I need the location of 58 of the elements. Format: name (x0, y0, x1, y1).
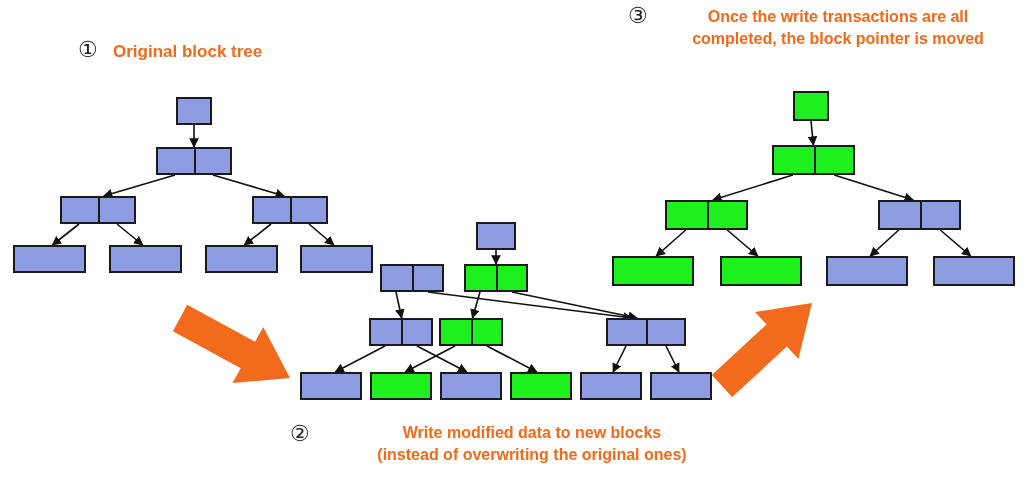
block-box (370, 372, 432, 400)
arrow (939, 229, 972, 257)
block-box (440, 372, 502, 400)
block-box (13, 245, 86, 273)
step-caption: Original block tree (113, 41, 263, 63)
block-box (176, 97, 212, 125)
block-box (772, 145, 855, 175)
block-box (300, 372, 362, 400)
arrow (416, 345, 468, 373)
arrow (395, 291, 405, 319)
arrow (511, 291, 638, 321)
block-box (60, 196, 136, 224)
arrow (404, 345, 456, 373)
block-box (109, 245, 182, 273)
block-box (720, 256, 802, 286)
arrow (807, 120, 818, 146)
step-number: ② (290, 422, 310, 446)
arrow (189, 124, 199, 148)
block-box (878, 200, 961, 230)
block-box (606, 318, 686, 346)
block-box (933, 256, 1015, 286)
arrow (470, 291, 481, 319)
block-box (650, 372, 712, 400)
arrow (612, 345, 627, 373)
block-box (793, 91, 829, 121)
block-box (369, 318, 433, 346)
arrow (726, 229, 759, 257)
block-box (510, 372, 572, 400)
step-number: ① (78, 38, 98, 62)
arrow (308, 223, 335, 246)
arrow (655, 229, 687, 257)
step-caption: Once the write transactions are all completed, the block pointer is moved (691, 7, 985, 49)
arrow (491, 249, 501, 265)
arrow (51, 223, 80, 246)
block-box (665, 200, 748, 230)
block-box (300, 245, 373, 273)
block-box (612, 256, 694, 286)
arrow (102, 174, 176, 199)
block-box (380, 264, 444, 292)
arrow (243, 223, 272, 246)
step-number: ③ (628, 4, 648, 28)
block-box (156, 147, 232, 175)
arrow (869, 229, 900, 257)
block-box (439, 318, 503, 346)
arrow (212, 174, 286, 199)
arrow (833, 174, 915, 202)
block-box (252, 196, 328, 224)
step-caption: Write modified data to new blocks (instead of overwriting the original ones) (376, 423, 688, 465)
arrow (116, 223, 144, 246)
arrow (712, 174, 794, 202)
block-box (826, 256, 908, 286)
arrow (665, 345, 680, 373)
arrow (334, 345, 386, 373)
block-box (464, 264, 528, 292)
arrow (486, 345, 538, 373)
block-box (580, 372, 642, 400)
block-box (476, 222, 516, 250)
block-box (205, 245, 278, 273)
